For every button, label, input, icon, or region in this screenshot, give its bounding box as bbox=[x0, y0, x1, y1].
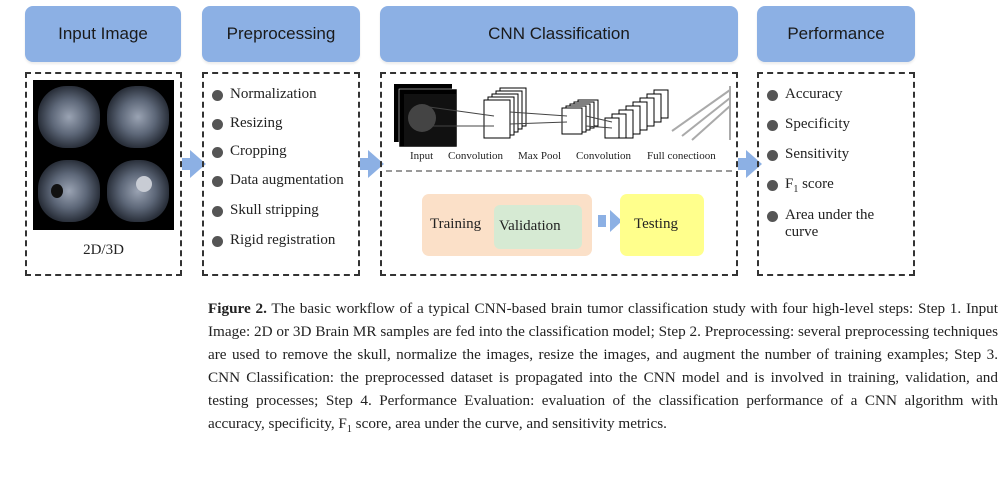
testing-label: Testing bbox=[634, 216, 678, 232]
f1-prefix: F bbox=[785, 176, 794, 192]
training-label: Training bbox=[430, 216, 482, 232]
input-dimension-label: 2D/3D bbox=[83, 242, 124, 258]
cnn-architecture-diagram bbox=[394, 84, 731, 148]
preprocessing-item-rigid-registration: Rigid registration bbox=[212, 232, 344, 249]
caption-text-2: score, area under the curve, and sensiti… bbox=[351, 415, 667, 432]
f1-subscript: 1 bbox=[793, 184, 799, 195]
auc-line-2: curve bbox=[785, 224, 819, 240]
auc-line-1: Area under the bbox=[785, 207, 875, 223]
header-input-image: Input Image bbox=[25, 6, 181, 62]
figure-caption: Figure 2. The basic workflow of a typica… bbox=[208, 297, 998, 441]
performance-list: Accuracy Specificity Sensitivity F1 scor… bbox=[767, 82, 874, 241]
mri-slice-2 bbox=[107, 86, 169, 148]
mri-slice-4 bbox=[107, 160, 169, 222]
preprocessing-item-data-augmentation: Data augmentation bbox=[212, 172, 344, 189]
caption-text-1: The basic workflow of a typical CNN-base… bbox=[208, 300, 999, 432]
preprocessing-item-cropping: Cropping bbox=[212, 143, 344, 160]
cnn-divider bbox=[386, 170, 732, 172]
performance-box: Accuracy Specificity Sensitivity F1 scor… bbox=[757, 72, 915, 276]
header-performance: Performance bbox=[757, 6, 915, 62]
cnn-label-input: Input bbox=[410, 150, 434, 162]
cnn-classification-box: Input Convolution Max Pool Convolution F… bbox=[380, 72, 738, 276]
tumor-mark bbox=[136, 176, 152, 192]
preprocessing-item-resizing: Resizing bbox=[212, 115, 344, 132]
f1-suffix: score bbox=[798, 176, 834, 192]
preprocessing-box: Normalization Resizing Cropping Data aug… bbox=[202, 72, 360, 276]
metric-area-under-curve: Area under the curve bbox=[767, 207, 874, 241]
mri-slice-1 bbox=[38, 86, 100, 148]
header-cnn-classification: CNN Classification bbox=[380, 6, 738, 62]
testing-panel bbox=[620, 194, 704, 256]
metric-f1-score: F1 score bbox=[767, 176, 874, 195]
arrow-right-icon bbox=[598, 210, 622, 232]
preprocessing-item-skull-stripping: Skull stripping bbox=[212, 202, 344, 219]
validation-label: Validation bbox=[499, 218, 561, 234]
tumor-mark bbox=[51, 184, 63, 198]
cnn-label-convolution-2: Convolution bbox=[576, 150, 632, 162]
cnn-label-max-pool: Max Pool bbox=[518, 150, 562, 162]
figure-label: Figure 2. bbox=[208, 300, 267, 317]
header-preprocessing: Preprocessing bbox=[202, 6, 360, 62]
metric-accuracy: Accuracy bbox=[767, 86, 874, 103]
cnn-label-convolution-1: Convolution bbox=[448, 150, 504, 162]
mri-image-panel bbox=[33, 80, 174, 230]
preprocessing-item-normalization: Normalization bbox=[212, 86, 344, 103]
metric-specificity: Specificity bbox=[767, 116, 874, 133]
caption-f1-subscript: 1 bbox=[346, 424, 352, 436]
validation-panel bbox=[494, 205, 582, 249]
mri-slice-3 bbox=[38, 160, 100, 222]
preprocessing-list: Normalization Resizing Cropping Data aug… bbox=[212, 82, 344, 249]
input-image-box: 2D/3D bbox=[25, 72, 182, 276]
metric-sensitivity: Sensitivity bbox=[767, 146, 874, 163]
cnn-label-full-connection: Full conectioon bbox=[647, 150, 716, 162]
